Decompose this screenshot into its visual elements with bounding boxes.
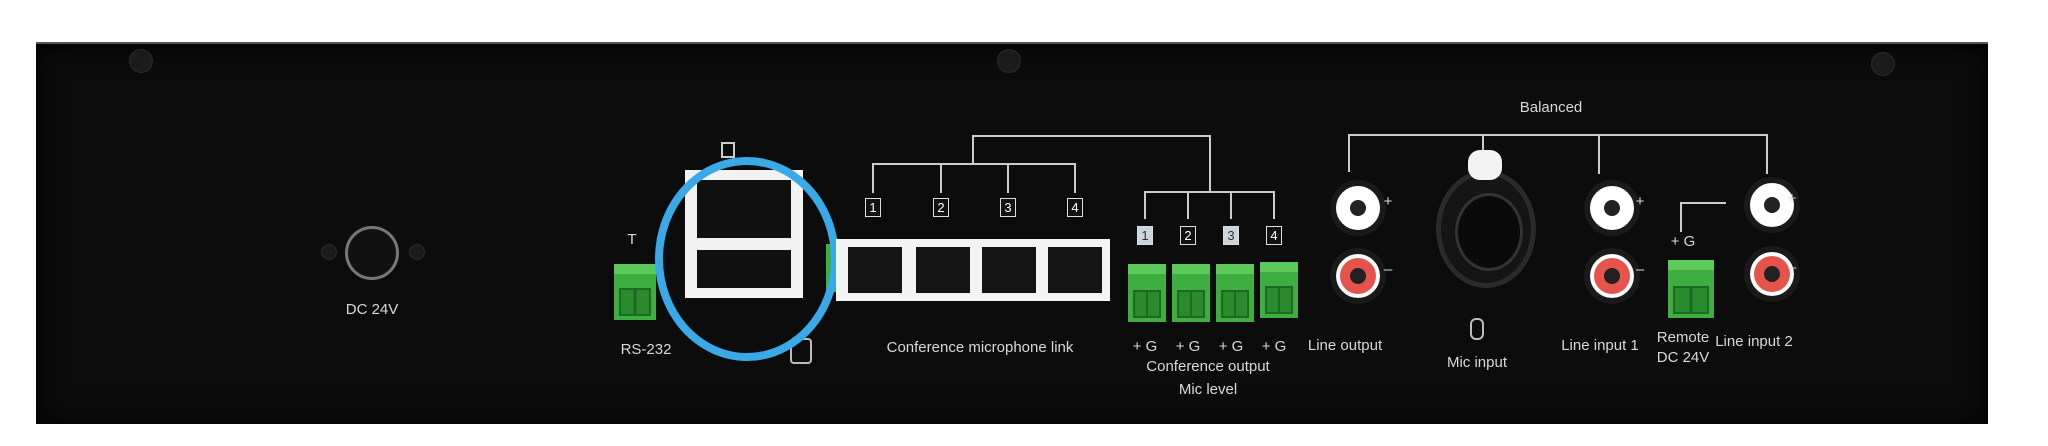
output-terminal-2[interactable] — [1172, 264, 1210, 322]
rj45-port-2[interactable] — [916, 247, 970, 293]
conference-mic-link-label: Conference microphone link — [886, 339, 1074, 356]
minus-label: – — [1383, 261, 1393, 278]
line-input-1-label: Line input 1 — [1561, 337, 1639, 354]
line-output-minus-jack[interactable] — [1330, 248, 1386, 304]
terminal-polarity-label: + G — [1261, 338, 1287, 355]
output-terminal-4[interactable] — [1260, 262, 1298, 318]
link-port-number: 4 — [1067, 198, 1083, 217]
terminal-polarity-label: + G — [1175, 338, 1201, 355]
rs232-terminal[interactable] — [614, 264, 656, 320]
xlr-combo-jack[interactable] — [1436, 170, 1536, 288]
dc-24v-label: DC 24V — [345, 301, 399, 318]
output-port-number: 2 — [1180, 226, 1196, 245]
microphone-icon — [1470, 318, 1484, 340]
rj45-port-3[interactable] — [982, 247, 1036, 293]
output-terminal-3[interactable] — [1216, 264, 1254, 322]
remote-polarity-label: + G — [1670, 233, 1696, 250]
xlr-release-latch[interactable] — [1468, 150, 1502, 180]
remote-dc-24v-label: DC 24V — [1656, 349, 1710, 366]
link-port-number: 3 — [1000, 198, 1016, 217]
screw-icon — [409, 244, 425, 260]
link-port-number: 1 — [865, 198, 881, 217]
plus-label: + — [1635, 193, 1645, 210]
terminal-polarity-label: + G — [1132, 338, 1158, 355]
minus-label: – — [1787, 259, 1797, 276]
output-port-number: 3 — [1223, 226, 1239, 245]
terminal-polarity-label: + G — [1218, 338, 1244, 355]
line-input-1-plus-jack[interactable] — [1584, 180, 1640, 236]
plus-label: + — [1787, 190, 1797, 207]
plus-label: + — [1383, 193, 1393, 210]
remote-dc-terminal[interactable] — [1668, 260, 1714, 318]
rj45-port-strip — [836, 239, 1110, 301]
screw-icon — [129, 49, 153, 73]
network-icon — [721, 142, 735, 158]
line-output-plus-jack[interactable] — [1330, 180, 1386, 236]
link-port-number: 2 — [933, 198, 949, 217]
line-input-2-label: Line input 2 — [1715, 333, 1793, 350]
screw-icon — [997, 49, 1021, 73]
dc-power-jack — [345, 226, 399, 280]
mic-level-label: Mic level — [1178, 381, 1238, 398]
output-terminal-1[interactable] — [1128, 264, 1166, 322]
mic-input-label: Mic input — [1446, 354, 1508, 371]
rj45-port-4[interactable] — [1048, 247, 1102, 293]
line-input-2-plus-jack[interactable] — [1744, 177, 1800, 233]
balanced-label: Balanced — [1519, 99, 1583, 116]
screw-icon — [1871, 52, 1895, 76]
line-output-label: Line output — [1307, 337, 1383, 354]
screw-icon — [321, 244, 337, 260]
conference-output-label: Conference output — [1146, 358, 1270, 375]
remote-label: Remote — [1656, 329, 1710, 346]
rs232-label: RS-232 — [620, 341, 672, 358]
rj45-port-1[interactable] — [848, 247, 902, 293]
line-input-2-minus-jack[interactable] — [1744, 246, 1800, 302]
minus-label: – — [1635, 261, 1645, 278]
highlight-circle — [655, 157, 839, 361]
rs232-pin-label: T — [627, 231, 637, 248]
output-port-number: 4 — [1266, 226, 1282, 245]
line-input-1-minus-jack[interactable] — [1584, 248, 1640, 304]
output-port-number: 1 — [1137, 226, 1153, 245]
